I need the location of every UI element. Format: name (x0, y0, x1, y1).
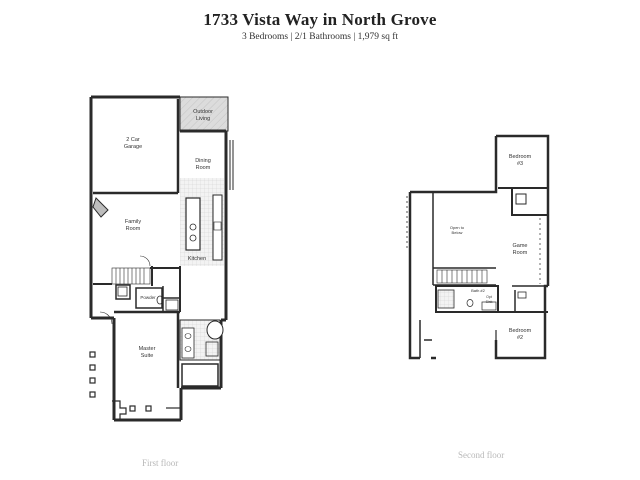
room-label-dining: Dining (195, 158, 211, 164)
first-floor-plan (89, 95, 234, 422)
room-label-bedroom2: Bedroom (509, 328, 532, 334)
first-floor-caption: First floor (142, 458, 179, 468)
svg-text:Living: Living (196, 116, 210, 122)
first-floor-stairs (111, 267, 151, 285)
bathtub (206, 320, 224, 340)
powder-room (135, 287, 163, 309)
svg-text:Room: Room (196, 165, 211, 171)
room-label-open-below: Open to (450, 225, 465, 230)
room-label-bath2: Bath #2 (471, 288, 486, 293)
room-label-powder: Powder (140, 295, 156, 300)
svg-text:Room: Room (126, 226, 141, 232)
room-label-garage: 2 Car (126, 137, 140, 143)
room-label-game: Game (513, 243, 528, 249)
room-label-opt-sink: Opt (486, 295, 492, 299)
garage-wall (93, 99, 180, 195)
svg-text:#3: #3 (517, 161, 523, 167)
first-floor-outer-wall (89, 95, 228, 422)
svg-text:Suite: Suite (141, 353, 154, 359)
outdoor-living-patio (179, 96, 229, 132)
room-label-kitchen: Kitchen (188, 256, 206, 262)
svg-text:Room: Room (513, 250, 528, 256)
svg-text:Garage: Garage (124, 144, 142, 150)
room-label-outdoor-living: Outdoor (193, 109, 213, 115)
room-label-master: Master (139, 346, 156, 352)
second-floor-plan (406, 134, 550, 360)
page-title: 1733 Vista Way in North Grove (203, 10, 437, 29)
room-label-family: Family (125, 219, 141, 225)
front-porch (89, 351, 180, 420)
svg-text:Below: Below (452, 230, 463, 235)
room-label-bedroom3: Bedroom (509, 154, 532, 160)
first-floor-labels: Outdoor Living 2 Car Garage Dining Room … (124, 109, 213, 359)
second-floor-labels: Bedroom #3 Open to Below Game Room Bath … (450, 154, 532, 341)
fireplace (92, 197, 109, 218)
second-floor-outer-wall (408, 134, 550, 360)
svg-text:Sink: Sink (486, 300, 493, 304)
second-floor-caption: Second floor (458, 450, 505, 460)
svg-text:#2: #2 (517, 335, 523, 341)
page-subtitle: 3 Bedrooms | 2/1 Bathrooms | 1,979 sq ft (241, 32, 399, 42)
